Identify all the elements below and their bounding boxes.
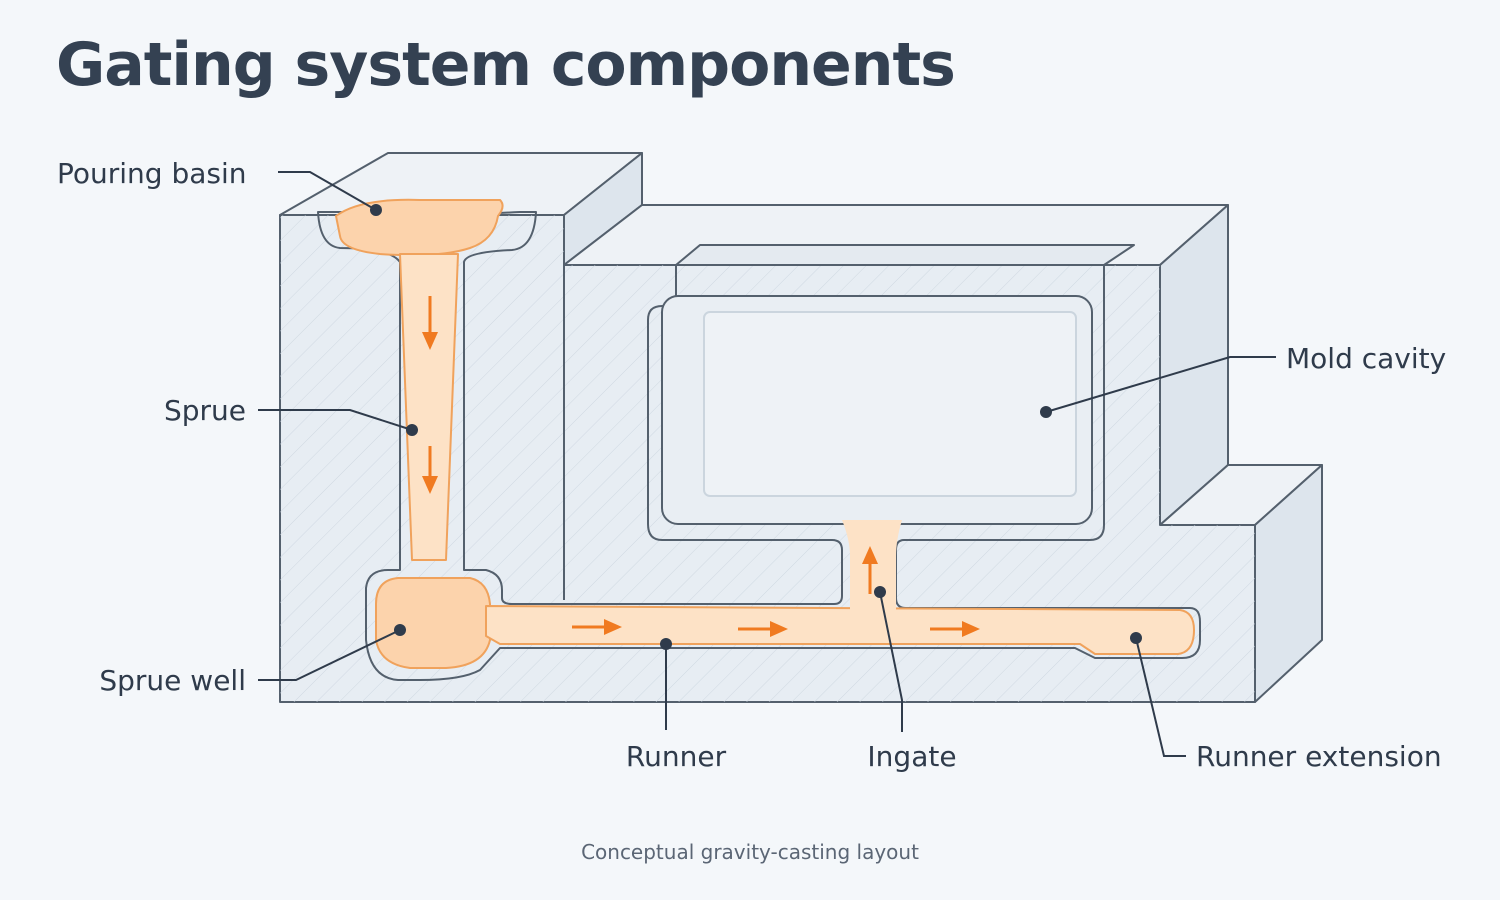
leader-sprue (258, 409, 413, 431)
caption: Conceptual gravity-casting layout (581, 840, 919, 864)
flow-arrows (422, 296, 980, 637)
flow-arrow-right-3 (930, 621, 980, 637)
label-ingate: Ingate (867, 740, 956, 773)
label-pouring-basin: Pouring basin (57, 157, 247, 190)
leader-ingate (879, 591, 903, 732)
leader-sprue-well (258, 629, 401, 681)
sprue-well-metal (375, 577, 491, 669)
leader-mold-cavity (1045, 356, 1276, 413)
ingate-metal (842, 520, 902, 610)
dot-sprue (406, 424, 418, 436)
label-runner-extension: Runner extension (1196, 740, 1442, 773)
dot-runner (660, 638, 672, 650)
dot-ingate (874, 586, 886, 598)
dot-mold-cavity (1040, 406, 1052, 418)
leader-lines (258, 171, 1276, 757)
sprue-metal (399, 253, 459, 561)
leader-pouring-basin (278, 171, 377, 211)
dot-pouring-basin (370, 204, 382, 216)
dot-runner-extension (1130, 632, 1142, 644)
molten-metal-path (334, 198, 1195, 669)
flow-arrow-right-1 (572, 619, 622, 635)
leader-runner-extension (1135, 637, 1186, 757)
flow-arrow-down-1 (422, 296, 438, 350)
dot-sprue-well (394, 624, 406, 636)
label-runner: Runner (626, 740, 727, 773)
label-mold-cavity: Mold cavity (1286, 342, 1446, 375)
flow-arrow-down-2 (422, 446, 438, 494)
flow-arrow-right-2 (738, 621, 788, 637)
flow-arrow-up (862, 546, 878, 594)
label-sprue: Sprue (164, 394, 246, 427)
label-sprue-well: Sprue well (99, 664, 246, 697)
leader-dots (370, 204, 1142, 650)
mold-cavity (317, 211, 1201, 681)
page-title: Gating system components (56, 30, 956, 100)
